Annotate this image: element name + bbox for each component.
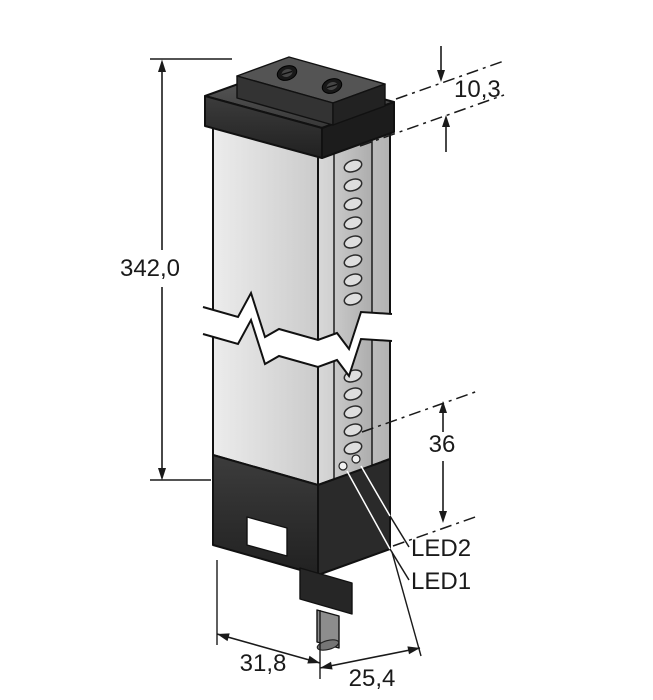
lens-aperture: [343, 292, 363, 306]
lens-aperture: [343, 441, 363, 455]
dim-width-label: 31,8: [240, 650, 287, 677]
lens-aperture: [343, 216, 363, 230]
arrowhead-right-icon: [307, 655, 320, 664]
leader-line: [389, 515, 410, 548]
connector-housing: [299, 567, 353, 615]
lens-aperture: [343, 254, 363, 268]
cap-screw: [321, 78, 343, 94]
extension-centerline: [359, 94, 505, 147]
dim-depth-label: 25,4: [349, 665, 396, 692]
lens-aperture: [343, 423, 363, 437]
arrowhead-down-icon: [439, 511, 447, 523]
top-end-cap: [204, 56, 395, 159]
dimension-line: [319, 647, 421, 669]
lens-apertures: [343, 159, 363, 455]
arrowhead-right-icon: [407, 646, 420, 655]
top-cap-upper-side-face: [332, 83, 386, 126]
housing-front-face: [212, 107, 319, 486]
leader-line: [346, 470, 391, 550]
cap-screw: [276, 65, 298, 81]
leader-line: [360, 465, 391, 517]
lens-aperture: [343, 235, 363, 249]
dimension-line: [216, 633, 321, 664]
connector-plug: [316, 609, 340, 649]
extension-line: [391, 551, 422, 657]
connector-plug-end: [316, 639, 340, 651]
dim-top-offset: 10,3: [359, 46, 505, 152]
extension-centerline: [395, 60, 505, 100]
led2-label: LED2: [411, 535, 471, 562]
arrowhead-up-icon: [439, 401, 447, 413]
arrowhead-up-icon: [158, 59, 166, 72]
mounting-slot: [246, 516, 288, 557]
lens-aperture: [343, 387, 363, 401]
dim-depth: 25,4: [319, 551, 422, 692]
dimension-annotations: 342,0 10,3 36 3: [120, 46, 505, 692]
dim-overall-height: 342,0: [120, 58, 232, 481]
dim-bottom-zone-label: 36: [429, 431, 456, 458]
arrowhead-down-icon: [158, 468, 166, 481]
lens-aperture: [343, 159, 363, 173]
break-symbol: [202, 290, 393, 379]
extension-centerline: [361, 390, 479, 433]
dim-top-offset-label: 10,3: [454, 76, 501, 103]
leader-line: [389, 548, 410, 581]
lens-aperture: [343, 178, 363, 192]
break-line-lower: [202, 317, 393, 379]
break-line-upper: [202, 290, 393, 352]
dim-overall-height-label: 342,0: [120, 255, 180, 282]
led1-label: LED1: [411, 568, 471, 595]
arrowhead-down-icon: [437, 70, 445, 82]
lens-aperture: [343, 405, 363, 419]
arrowhead-up-icon: [442, 115, 450, 127]
led2-indicator: [351, 454, 361, 464]
arrowhead-left-icon: [217, 633, 230, 642]
led1-indicator: [338, 461, 348, 471]
lens-aperture: [343, 197, 363, 211]
extension-centerline: [392, 515, 479, 547]
dim-bottom-zone: 36: [361, 390, 479, 547]
lens-aperture: [343, 273, 363, 287]
arrowhead-left-icon: [320, 661, 333, 670]
sensor-housing: [202, 56, 395, 651]
led1-callout: LED1: [346, 470, 471, 595]
bottom-end-cap: [212, 454, 391, 651]
led2-callout: LED2: [360, 465, 471, 562]
